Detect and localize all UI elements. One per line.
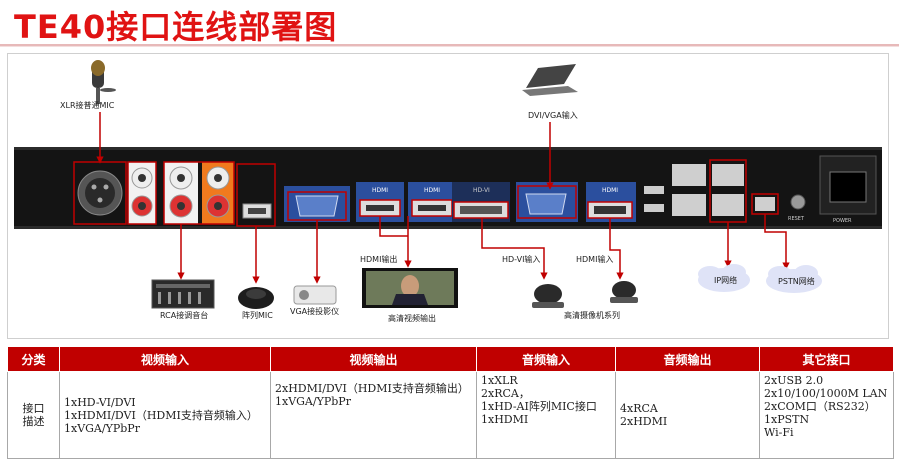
cell-category: 接口 描述 [7, 371, 60, 459]
other-port-item: 1xPSTN [764, 413, 810, 426]
hdmi-out-ports: HDMI HDMI [356, 182, 456, 222]
array-mic-icon [238, 287, 274, 309]
ip-network-label: IP网络 [714, 275, 737, 285]
hdmi-out-connector-a [379, 216, 408, 237]
header-video-input: 视频输入 [59, 346, 271, 372]
rca-mixer-label: RCA接调音台 [160, 310, 208, 320]
page-title: TE40接口连线部署图 [14, 8, 338, 46]
interface-table: 分类 视频输入 视频输出 音频输入 音频输出 其它接口 接口 描述 1xHD-V… [7, 346, 894, 459]
title-divider-shadow [0, 46, 899, 47]
cell-video-output: 2xHDMI/DVI（HDMI支持音频输出） 1xVGA/YPbPr [270, 371, 477, 459]
header-category: 分类 [7, 346, 60, 372]
hd-vi-connector-line [481, 218, 548, 280]
cell-other-ports: 2xUSB 2.0 2x10/100/1000M LAN 2xCOM口（RS23… [759, 371, 894, 459]
video-input-item: 1xVGA/YPbPr [64, 421, 140, 435]
audio-output-item: 4xRCA [620, 402, 658, 415]
vga-projector-label: VGA接投影仪 [290, 306, 339, 316]
other-port-item: 2xCOM口（RS232） [764, 400, 876, 413]
pstn-network-label: PSTN网络 [778, 276, 815, 286]
hd-video-out-label: 高清视频输出 [388, 313, 436, 323]
power-label: POWER [833, 218, 852, 224]
header-audio-input: 音频输入 [476, 346, 616, 372]
other-port-item: 2xUSB 2.0 [764, 374, 824, 387]
xlr-mic-label: XLR接普通MIC [60, 100, 115, 110]
category-line: 接口 [22, 402, 45, 415]
hdmi-in-port: HDMI [586, 182, 636, 222]
camera-icon [532, 281, 638, 308]
microphone-icon [91, 60, 116, 104]
header-video-output: 视频输出 [270, 346, 477, 372]
header-other-ports: 其它接口 [759, 346, 894, 372]
audio-input-item: 2xRCA， [481, 387, 530, 400]
hdmi-port-label-b: HDMI [424, 187, 440, 194]
audio-input-item: 1xHD-AI阵列MIC接口 [481, 400, 597, 413]
header-audio-output: 音频输出 [615, 346, 760, 372]
connection-diagram: HDMI HDMI HD-VI HDMI [7, 53, 889, 339]
laptop-icon [522, 64, 578, 96]
other-port-item: 2x10/100/1000M LAN [764, 387, 888, 400]
cell-audio-input: 1xXLR 2xRCA， 1xHD-AI阵列MIC接口 1xHDMI [476, 371, 616, 459]
table-row: 接口 描述 1xHD-VI/DVI 1xHDMI/DVI（HDMI支持音频输入）… [7, 371, 894, 459]
array-mic-label: 阵列MIC [242, 310, 273, 320]
xlr-port [73, 161, 127, 225]
cell-video-input: 1xHD-VI/DVI 1xHDMI/DVI（HDMI支持音频输入） 1xVGA… [59, 371, 271, 459]
hdmi-port-label-c: HDMI [602, 187, 618, 194]
vga-out-port [284, 186, 350, 222]
hd-display-icon [362, 268, 458, 308]
hdmi-port-label-a: HDMI [372, 187, 388, 194]
cell-audio-output: 4xRCA 2xHDMI [615, 371, 760, 459]
ip-cloud-icon [698, 264, 750, 292]
audio-output-item: 2xHDMI [620, 415, 668, 428]
dvi-vga-in-label: DVI/VGA输入 [528, 110, 578, 120]
reset-label: RESET [788, 216, 805, 222]
pstn-connector-line [764, 214, 790, 270]
video-output-item: 2xHDMI/DVI（HDMI支持音频输出） [275, 382, 469, 395]
hd-vi-in-label: HD-VI输入 [502, 254, 540, 264]
video-input-item: 1xHDMI/DVI（HDMI支持音频输入） [64, 408, 258, 422]
video-input-item: 1xHD-VI/DVI [64, 395, 136, 409]
hdmi-out-label: HDMI输出 [360, 254, 397, 264]
hdmi-in-label: HDMI输入 [576, 254, 613, 264]
hd-vi-in-port: HD-VI [452, 182, 510, 222]
vga-in-port [516, 182, 578, 222]
hd-vi-port-label: HD-VI [473, 187, 490, 194]
reset-power-area: RESET POWER [788, 155, 877, 224]
other-port-item: Wi-Fi [764, 426, 794, 439]
audio-input-item: 1xXLR [481, 374, 518, 387]
hdmi-in-connector-line [609, 218, 624, 280]
table-header-row: 分类 视频输入 视频输出 音频输入 音频输出 其它接口 [7, 346, 894, 372]
category-line: 描述 [22, 415, 45, 428]
audio-input-item: 1xHDMI [481, 413, 529, 426]
usb-ports [644, 186, 664, 212]
title-divider [0, 44, 899, 46]
rca-ports [127, 161, 235, 225]
hd-camera-label: 高清摄像机系列 [564, 310, 620, 320]
projector-icon [293, 285, 337, 305]
pstn-cloud-icon [766, 265, 822, 293]
lan-com-ports [672, 159, 779, 223]
audio-mixer-icon [151, 279, 215, 309]
video-output-item: 1xVGA/YPbPr [275, 395, 351, 408]
